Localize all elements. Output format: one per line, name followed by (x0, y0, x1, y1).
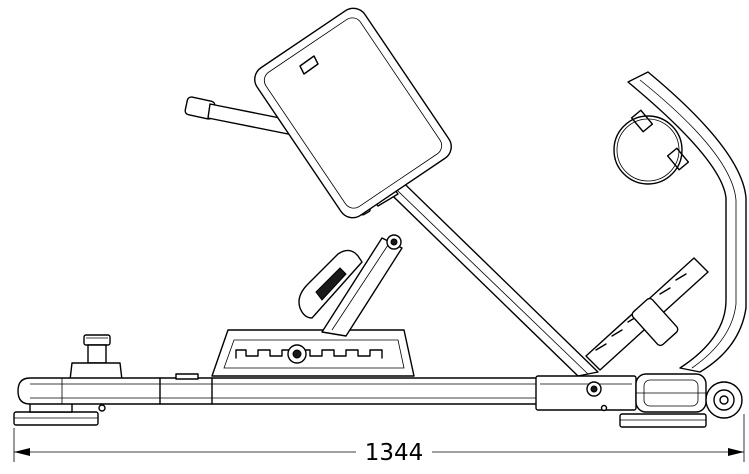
transport-wheel (705, 381, 743, 419)
front-stabilizer-post (69, 334, 123, 381)
ankle-ring (613, 115, 683, 185)
dimension-arrow-right (728, 448, 744, 456)
rear-foot-plate (619, 413, 707, 428)
rear-curved-upright (627, 71, 747, 373)
seat-pad (298, 249, 363, 319)
seat-adjust-carriage (211, 329, 415, 377)
foot-plate (585, 257, 709, 371)
rear-wheel-housing (635, 373, 707, 413)
base-rail (17, 373, 541, 412)
rear-base-block (535, 375, 637, 412)
overall-length-dimension: 1344 (13, 414, 745, 466)
hip-pad (254, 7, 452, 219)
seat-strut (321, 234, 403, 337)
dimension-arrow-left (14, 448, 30, 456)
dimension-value: 1344 (365, 440, 424, 466)
